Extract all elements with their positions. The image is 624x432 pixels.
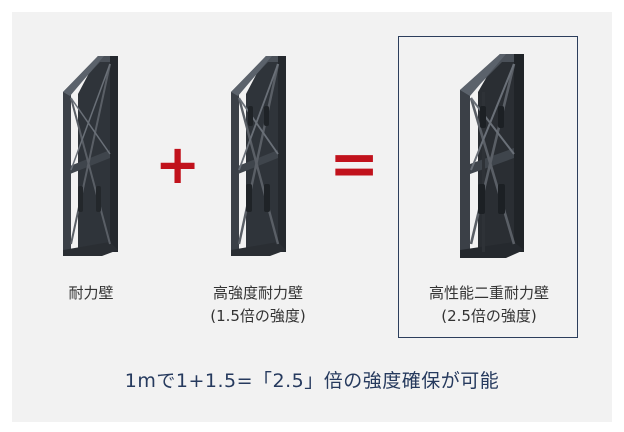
high-strength-wall-label: 高強度耐力壁 (1.5倍の強度) <box>178 282 338 328</box>
bearing-wall-title: 耐力壁 <box>68 284 114 302</box>
high-strength-wall-title: 高強度耐力壁 <box>212 284 303 302</box>
double-wall-title: 高性能二重耐力壁 <box>428 284 549 302</box>
bearing-wall-label: 耐力壁 <box>48 282 134 305</box>
summary-caption: 1mで1+1.5=「2.5」倍の強度確保が可能 <box>124 370 500 392</box>
high-strength-wall-icon <box>231 56 286 256</box>
high-performance-double-wall-icon <box>460 54 524 258</box>
double-wall-note: (2.5倍の強度) <box>441 307 537 325</box>
plus-operator: + <box>155 133 201 196</box>
equals-operator: = <box>329 129 380 199</box>
double-wall-label: 高性能二重耐力壁 (2.5倍の強度) <box>400 282 578 328</box>
high-strength-wall-note: (1.5倍の強度) <box>210 307 306 325</box>
bearing-wall-icon <box>63 56 118 256</box>
